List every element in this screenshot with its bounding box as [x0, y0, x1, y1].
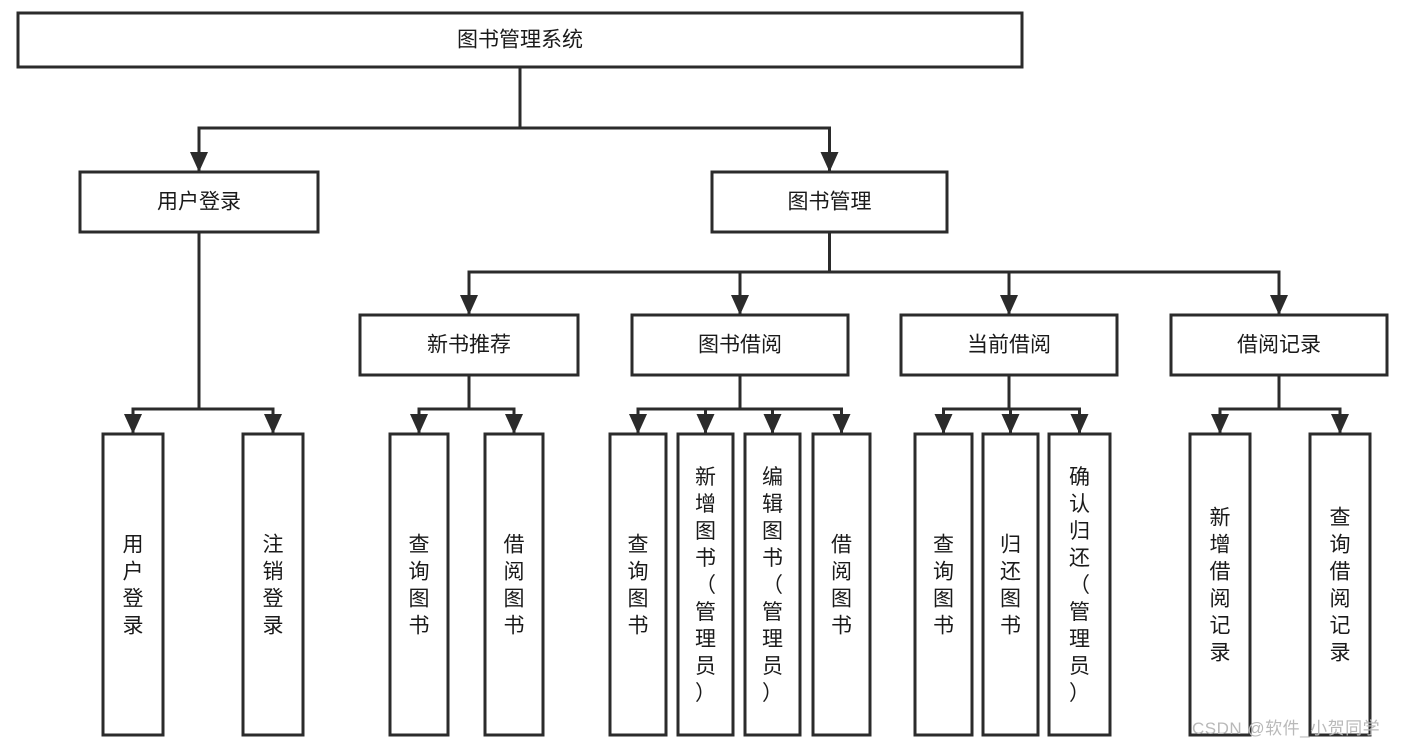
- arrow-head-icon: [731, 295, 749, 315]
- node-leaf-user-logout[interactable]: 注销登录: [241, 432, 305, 737]
- node-leaf-query-book-rec[interactable]: 查询图书: [388, 432, 450, 737]
- node-box-leaf-user-login[interactable]: [101, 432, 165, 737]
- node-leaf-add-borrow-record[interactable]: 新增借阅记录: [1188, 432, 1252, 737]
- node-box-book-manage[interactable]: [710, 170, 949, 234]
- arrow-head-icon: [763, 414, 782, 434]
- node-borrow-record[interactable]: 借阅记录: [1169, 313, 1389, 377]
- arrow-head-icon: [1070, 414, 1089, 434]
- node-label-leaf-add-book: 新增图书（管理员）: [695, 466, 716, 705]
- node-box-current-borrow[interactable]: [899, 313, 1119, 377]
- node-box-leaf-return-book[interactable]: [981, 432, 1040, 737]
- node-leaf-user-login[interactable]: 用户登录: [101, 432, 165, 737]
- csdn-watermark: CSDN @软件_小贺同学: [1192, 719, 1381, 738]
- node-label-leaf-borrow-book: 借阅图书: [831, 534, 852, 638]
- node-current-borrow[interactable]: 当前借阅: [899, 313, 1119, 377]
- node-label-leaf-query-book-borrow: 查询图书: [628, 534, 649, 638]
- node-box-leaf-query-book-rec[interactable]: [388, 432, 450, 737]
- arrow-head-icon: [505, 414, 523, 434]
- node-leaf-confirm-return[interactable]: 确认归还（管理员）: [1047, 432, 1112, 737]
- node-box-leaf-borrow-book[interactable]: [811, 432, 872, 737]
- node-label-leaf-query-borrow-record: 查询借阅记录: [1330, 507, 1351, 665]
- node-leaf-return-book[interactable]: 归还图书: [981, 432, 1040, 737]
- node-box-book-borrow[interactable]: [630, 313, 850, 377]
- node-label-leaf-return-book: 归还图书: [1000, 534, 1021, 638]
- node-box-leaf-user-logout[interactable]: [241, 432, 305, 737]
- node-label-new-book-recommend: 新书推荐: [427, 334, 511, 357]
- arrow-head-icon: [264, 414, 282, 434]
- arrow-head-icon: [696, 414, 715, 434]
- node-box-user-login[interactable]: [78, 170, 320, 234]
- node-label-leaf-add-borrow-record: 新增借阅记录: [1210, 507, 1231, 665]
- arrow-head-icon: [124, 414, 142, 434]
- connector-layer: [124, 65, 1349, 436]
- node-box-leaf-confirm-return[interactable]: [1047, 432, 1112, 737]
- arrow-head-icon: [410, 414, 428, 434]
- arrow-head-icon: [1270, 295, 1288, 315]
- node-box-new-book-recommend[interactable]: [358, 313, 580, 377]
- node-label-current-borrow: 当前借阅: [967, 334, 1051, 357]
- node-label-book-manage: 图书管理: [788, 191, 872, 214]
- node-label-leaf-user-login: 用户登录: [123, 534, 144, 638]
- arrow-head-icon: [1211, 414, 1229, 434]
- node-box-leaf-borrow-book-rec[interactable]: [483, 432, 545, 737]
- node-user-login[interactable]: 用户登录: [78, 170, 320, 234]
- node-label-leaf-query-book-rec: 查询图书: [409, 534, 430, 638]
- node-box-leaf-query-book-current[interactable]: [913, 432, 974, 737]
- node-label-user-login: 用户登录: [157, 191, 241, 214]
- node-box-leaf-query-book-borrow[interactable]: [608, 432, 668, 737]
- node-box-leaf-add-book[interactable]: [676, 432, 735, 737]
- arrow-head-icon: [832, 414, 851, 434]
- node-leaf-query-book-borrow[interactable]: 查询图书: [608, 432, 668, 737]
- arrow-head-icon: [1000, 295, 1018, 315]
- node-box-leaf-query-borrow-record[interactable]: [1308, 432, 1372, 737]
- arrow-head-icon: [934, 414, 953, 434]
- arrow-head-icon: [460, 295, 478, 315]
- node-label-leaf-query-book-current: 查询图书: [933, 534, 954, 638]
- node-leaf-borrow-book-rec[interactable]: 借阅图书: [483, 432, 545, 737]
- node-box-borrow-record[interactable]: [1169, 313, 1389, 377]
- node-label-leaf-edit-book: 编辑图书（管理员）: [762, 466, 783, 705]
- node-layer: 图书管理系统用户登录图书管理新书推荐图书借阅当前借阅借阅记录用户登录注销登录查询…: [16, 11, 1389, 737]
- node-new-book-recommend[interactable]: 新书推荐: [358, 313, 580, 377]
- node-leaf-edit-book[interactable]: 编辑图书（管理员）: [743, 432, 802, 737]
- node-box-leaf-add-borrow-record[interactable]: [1188, 432, 1252, 737]
- arrow-head-icon: [1331, 414, 1349, 434]
- arrow-head-icon: [190, 152, 208, 172]
- node-leaf-query-book-current[interactable]: 查询图书: [913, 432, 974, 737]
- arrow-head-icon: [629, 414, 647, 434]
- node-label-leaf-user-logout: 注销登录: [263, 534, 284, 638]
- node-book-manage[interactable]: 图书管理: [710, 170, 949, 234]
- arrow-head-icon: [1001, 414, 1020, 434]
- node-label-book-borrow: 图书借阅: [698, 334, 782, 357]
- node-book-borrow[interactable]: 图书借阅: [630, 313, 850, 377]
- node-leaf-add-book[interactable]: 新增图书（管理员）: [676, 432, 735, 737]
- node-label-root: 图书管理系统: [457, 29, 583, 52]
- node-label-leaf-confirm-return: 确认归还（管理员）: [1069, 466, 1090, 705]
- node-root[interactable]: 图书管理系统: [16, 11, 1024, 69]
- node-leaf-borrow-book[interactable]: 借阅图书: [811, 432, 872, 737]
- node-box-leaf-edit-book[interactable]: [743, 432, 802, 737]
- node-label-borrow-record: 借阅记录: [1237, 334, 1321, 357]
- arrow-head-icon: [820, 152, 839, 172]
- node-box-root[interactable]: [16, 11, 1024, 69]
- node-leaf-query-borrow-record[interactable]: 查询借阅记录: [1308, 432, 1372, 737]
- node-label-leaf-borrow-book-rec: 借阅图书: [504, 534, 525, 638]
